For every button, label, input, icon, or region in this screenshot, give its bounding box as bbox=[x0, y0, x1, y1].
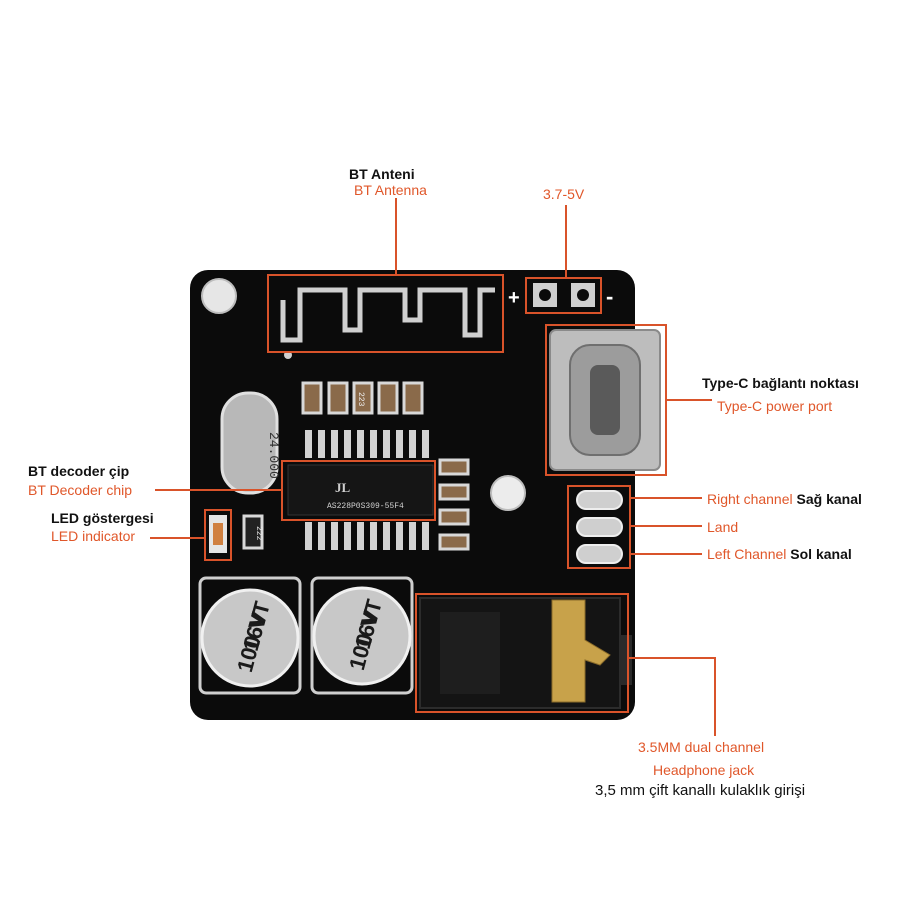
left-channel-en: Left Channel bbox=[707, 546, 787, 562]
minus-sign: - bbox=[606, 284, 613, 309]
crystal-marking: 24.000 bbox=[266, 432, 281, 479]
antenna-label-tr: BT Anteni bbox=[349, 166, 415, 182]
left-channel-tr: Sol kanal bbox=[790, 546, 852, 562]
jack-label-en-line2: Headphone jack bbox=[653, 762, 755, 778]
chip-marking: AS228P0S309-55F4 bbox=[327, 502, 404, 511]
decoder-chip bbox=[287, 464, 434, 516]
jack-gold-contact bbox=[551, 599, 611, 703]
capacitor-left: 100 16V VT bbox=[198, 576, 302, 695]
voltage-label: 3.7-5V bbox=[543, 186, 585, 202]
annotation-lines bbox=[150, 198, 716, 736]
crystal-oscillator bbox=[220, 391, 279, 495]
jack-label-en-line1: 3.5MM dual channel bbox=[638, 739, 765, 755]
left-channel-label: Left Channel Sol kanal bbox=[707, 546, 852, 562]
decoder-label-tr: BT decoder çip bbox=[28, 463, 130, 479]
capacitor-right: 100 16V VT bbox=[310, 576, 414, 695]
chip-pins-bottom bbox=[305, 522, 429, 550]
resistor-near-led bbox=[242, 514, 264, 550]
land-label: Land bbox=[707, 519, 739, 535]
antenna-trace bbox=[280, 287, 495, 343]
chip-pins-top bbox=[305, 430, 429, 458]
typec-label-en: Type-C power port bbox=[717, 398, 833, 414]
mounting-hole-top-left bbox=[201, 278, 237, 314]
smd-components-right bbox=[438, 458, 470, 551]
antenna-label-en: BT Antenna bbox=[354, 182, 427, 198]
jack-label-tr: 3,5 mm çift kanallı kulaklık girişi bbox=[595, 782, 806, 799]
right-channel-tr: Sağ kanal bbox=[796, 491, 862, 507]
chip-logo: JL bbox=[335, 480, 351, 495]
right-channel-label: Right channel Sağ kanal bbox=[707, 491, 862, 507]
mounting-hole-right bbox=[490, 475, 526, 511]
svg-text:223: 223 bbox=[356, 392, 365, 407]
plus-sign: + bbox=[508, 287, 520, 309]
typec-label-tr: Type-C bağlantı noktası bbox=[702, 375, 859, 391]
led-label-en: LED indicator bbox=[51, 528, 136, 544]
audio-output-pads bbox=[576, 490, 623, 564]
right-channel-en: Right channel bbox=[707, 491, 793, 507]
smd-components-row bbox=[301, 381, 424, 415]
decoder-label-en: BT Decoder chip bbox=[28, 482, 133, 498]
led-label-tr: LED göstergesi bbox=[51, 510, 154, 526]
svg-text:222: 222 bbox=[254, 526, 263, 541]
